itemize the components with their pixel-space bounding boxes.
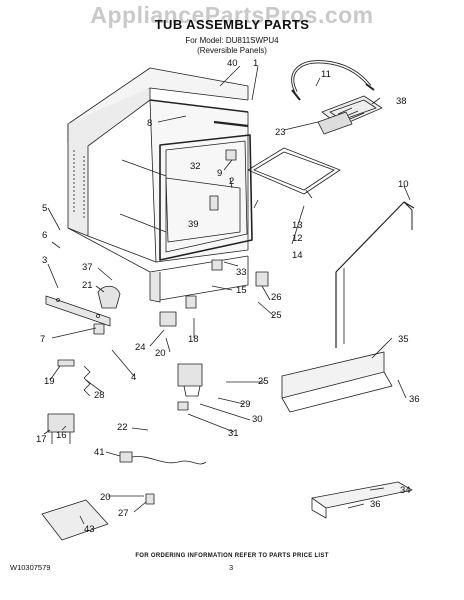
document-number: W10307579 (10, 563, 51, 572)
callout-label: 2 (229, 176, 234, 187)
variant-line: (Reversible Panels) (197, 46, 267, 55)
callout-label: 24 (135, 342, 146, 353)
callout-label: 39 (188, 219, 199, 230)
callout-label: 13 (292, 220, 303, 231)
page-number: 3 (229, 563, 234, 572)
callout-labels: 40 1 11 38 8 23 32 9 2 10 5 39 13 12 6 1… (36, 58, 420, 535)
callout-label: 25 (258, 376, 269, 387)
callout-label: 36 (370, 499, 381, 510)
callout-label: 27 (118, 508, 129, 519)
callout-label: 40 (227, 58, 238, 69)
callout-label: 4 (131, 372, 136, 383)
callout-label: 18 (188, 334, 199, 345)
callout-label: 3 (42, 255, 47, 266)
callout-label: 5 (42, 203, 47, 214)
callout-label: 28 (94, 390, 105, 401)
callout-label: 16 (56, 430, 67, 441)
callout-label: 22 (117, 422, 128, 433)
callout-label: 35 (398, 334, 409, 345)
callout-label: 21 (82, 280, 93, 291)
callout-label: 15 (236, 285, 247, 296)
callout-label: 29 (240, 399, 251, 410)
callout-label: 23 (275, 127, 286, 138)
callout-label: 19 (44, 376, 55, 387)
callout-label: 11 (321, 69, 331, 80)
page-title: TUB ASSEMBLY PARTS (154, 17, 310, 32)
callout-label: 8 (147, 118, 152, 129)
callout-label: 25 (271, 310, 282, 321)
callout-label: 10 (398, 179, 409, 190)
callout-label: 36 (409, 394, 420, 405)
callout-label: 34 (400, 485, 411, 496)
ordering-note: FOR ORDERING INFORMATION REFER TO PARTS … (135, 553, 329, 559)
callout-label: 17 (36, 434, 47, 445)
callout-label: 41 (94, 447, 105, 458)
callout-label: 20 (155, 348, 166, 359)
callout-label: 7 (40, 334, 45, 345)
callout-label: 33 (236, 267, 247, 278)
callout-label: 1 (253, 58, 258, 69)
callout-label: 6 (42, 230, 47, 241)
callout-label: 14 (292, 250, 303, 261)
callout-label: 9 (217, 168, 222, 179)
callout-label: 12 (292, 233, 303, 244)
callout-label: 32 (190, 161, 201, 172)
callout-label: 20 (100, 492, 111, 503)
callout-label: 38 (396, 96, 407, 107)
watermark: AppliancePartsPros.com (90, 2, 374, 28)
callout-label: 31 (228, 428, 239, 439)
callout-label: 43 (84, 524, 95, 535)
callout-label: 30 (252, 414, 263, 425)
callout-label: 26 (271, 292, 282, 303)
callout-label: 37 (82, 262, 93, 273)
model-line: For Model: DU811SWPU4 (185, 36, 279, 45)
